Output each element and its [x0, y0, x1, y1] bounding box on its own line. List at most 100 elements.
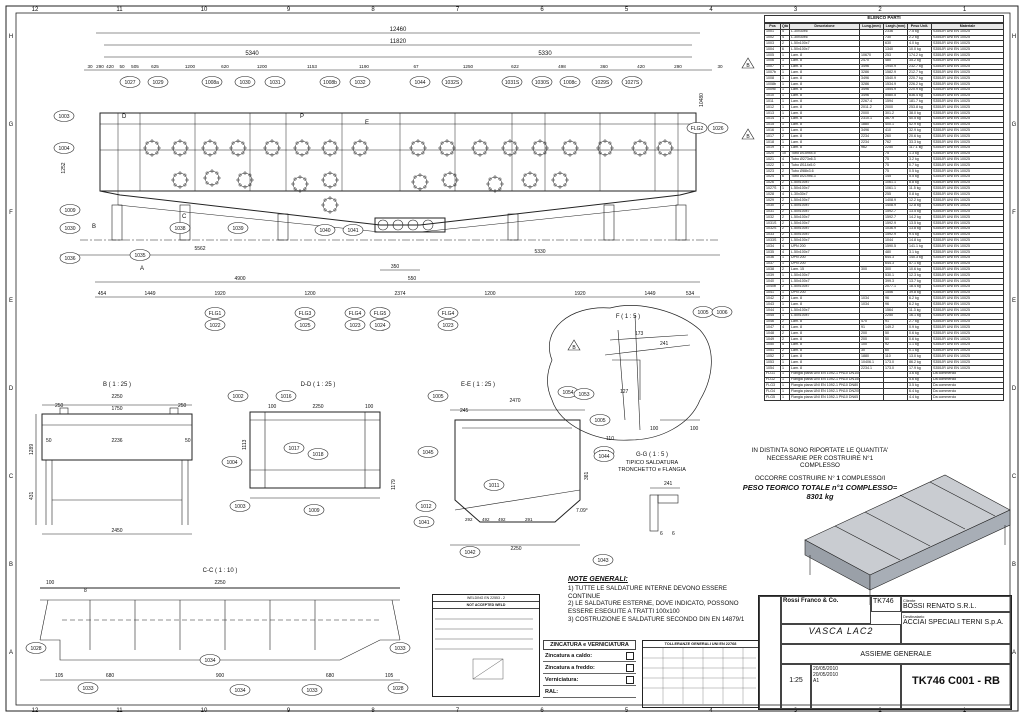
border-col-label: 2	[878, 708, 882, 714]
bolt-hole	[363, 141, 367, 145]
callout-label: 1029S	[595, 80, 610, 86]
bolt-hole	[486, 182, 490, 186]
callout-label: FLG3	[299, 311, 312, 317]
bolt-hole	[416, 153, 420, 157]
bolt-hole	[270, 153, 274, 157]
bolt-hole	[663, 153, 667, 157]
bolt-hole	[333, 151, 337, 155]
nozzle-circle	[632, 140, 648, 156]
callout-1044: 1044	[409, 76, 431, 88]
border-col-label: 4	[709, 708, 713, 714]
callout-cc-1028: 1028	[387, 682, 409, 694]
nozzle-circle	[202, 140, 218, 156]
border-col-label: 3	[794, 708, 798, 714]
table-cell: S355JR UNI EN 10025	[931, 196, 1004, 204]
border-col-label: 10	[201, 708, 208, 714]
callout-label: 1045	[422, 450, 433, 456]
bolt-hole	[563, 173, 567, 177]
callout-ee-1042: 1042	[459, 546, 481, 558]
bolt-hole	[183, 141, 187, 145]
bolt-hole	[573, 151, 577, 155]
nozzle-circle	[237, 172, 253, 188]
bolt-hole	[321, 178, 325, 182]
bolt-hole	[203, 151, 207, 155]
bolt-hole	[205, 181, 209, 185]
table-cell: S355JR UNI EN 10025	[931, 179, 1004, 187]
bolt-hole	[358, 139, 362, 143]
view-dd	[249, 411, 381, 499]
zinc-hot-checkbox[interactable]	[626, 651, 634, 660]
bolt-hole	[243, 146, 247, 150]
dim-label: 420	[106, 64, 114, 69]
dim-label: 550	[408, 276, 417, 282]
bolt-hole	[553, 173, 557, 177]
callout-label: 1026	[712, 126, 723, 132]
callout-1023: 1023	[344, 319, 366, 331]
callout-label: 1027S	[625, 80, 640, 86]
table-cell: S355JR UNI EN 10025	[931, 34, 1004, 42]
callout-label: FLG5	[374, 311, 387, 317]
callout-label: 1029	[152, 80, 163, 86]
table-cell: 1	[780, 394, 790, 401]
bolt-hole	[493, 175, 497, 179]
border-row-label: E	[1012, 298, 1016, 304]
bolt-hole	[453, 183, 457, 187]
bolt-hole	[633, 141, 637, 145]
bolt-hole	[596, 146, 600, 150]
dim-label: 350	[391, 264, 400, 270]
view-ee-title: E-E ( 1 : 25 )	[461, 382, 495, 388]
bolt-hole	[663, 139, 667, 143]
bolt-hole	[215, 171, 219, 175]
tolerance-grid	[643, 648, 756, 704]
callout-ee-1044: 1044	[593, 450, 615, 462]
bolt-hole	[453, 173, 457, 177]
weight-label: PESO TEORICO TOTALE n°1 COMPLESSO=	[742, 483, 898, 493]
callout-ee-1043: 1043	[592, 554, 614, 566]
table-cell: S355JR UNI EN 10025	[931, 191, 1004, 198]
bolt-hole	[178, 171, 182, 175]
zinc-cold-checkbox[interactable]	[626, 663, 634, 672]
callout-1029: 1029	[147, 76, 169, 88]
bolt-hole	[573, 141, 577, 145]
callout-label: 1039	[232, 226, 243, 232]
callout-1035: 1035	[129, 249, 151, 261]
bolt-hole	[538, 139, 542, 143]
bolt-hole	[533, 183, 537, 187]
border-row-label: D	[1012, 386, 1017, 392]
callout-label: 1033	[306, 688, 317, 694]
table-cell: S355JR UNI EN 10025	[931, 162, 1004, 169]
info-line-2: NECESSARIE PER COSTRUIRE N°1	[766, 454, 874, 462]
callout-cc-1033: 1033	[389, 642, 411, 654]
dim-label: 50	[119, 64, 125, 69]
bolt-hole	[501, 146, 505, 150]
callout-1027: 1027	[119, 76, 141, 88]
bolt-hole	[643, 151, 647, 155]
bolt-hole	[236, 178, 240, 182]
dim-label: 8	[84, 588, 87, 594]
date-2: 20/05/2010	[813, 672, 839, 678]
border-col-label: 3	[794, 7, 798, 13]
bolt-hole	[231, 141, 235, 145]
bolt-hole	[291, 182, 295, 186]
nozzle-circle	[532, 140, 548, 156]
paint-checkbox[interactable]	[626, 675, 634, 684]
bolt-hole	[575, 146, 579, 150]
callout-cc-1033: 1033	[301, 684, 323, 696]
border-col-label: 1	[963, 7, 967, 13]
welding-legend: WELDING EN 22553 - 2 NOT ACCEPTED WELD	[432, 594, 540, 697]
callout-cc-1033: 1033	[77, 682, 99, 694]
bolt-hole	[231, 151, 235, 155]
bolt-hole	[483, 151, 487, 155]
callout-label: 1025	[299, 323, 310, 329]
view-b-title: B ( 1 : 25 )	[103, 382, 131, 388]
occurrence-unit: COMPLESSO/I	[841, 474, 886, 482]
bolt-hole	[173, 183, 177, 187]
zinc-row-paint-label: Verniciatura:	[545, 676, 579, 683]
bolt-hole	[443, 183, 447, 187]
dim-label: 12460	[390, 27, 407, 33]
drawing-number-cell: TK746 C001 - RB	[901, 664, 1011, 709]
